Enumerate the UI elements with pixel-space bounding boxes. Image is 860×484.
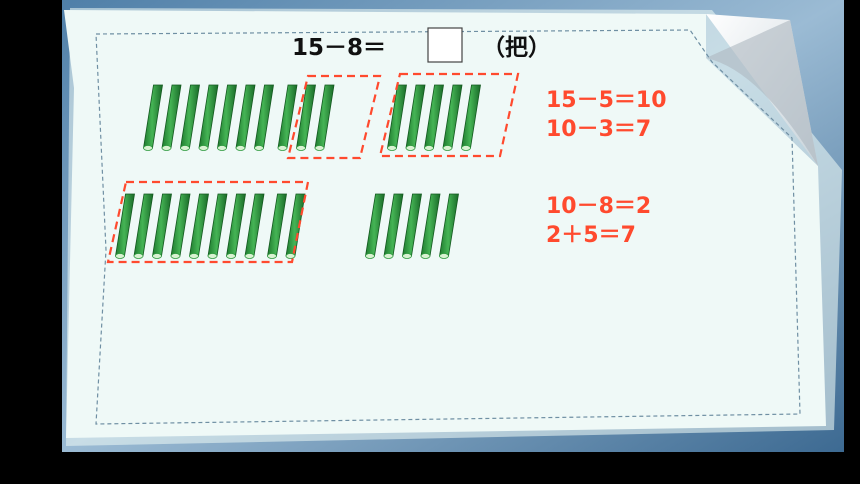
stick-row1-14-end — [442, 145, 453, 151]
equation-row1-1: 15－5＝10 — [546, 88, 667, 113]
stick-row1-3-end — [180, 145, 190, 151]
stick-row1-6-end — [235, 145, 246, 151]
problem-unit: （把） — [482, 34, 551, 61]
stick-row1-2-end — [161, 145, 172, 151]
stick-row2-8-end — [244, 253, 255, 259]
answer-box[interactable] — [427, 27, 463, 63]
stick-row1-12-end — [405, 145, 416, 151]
stick-row1-15-end — [461, 145, 471, 151]
stick-row2-10-end — [285, 253, 296, 259]
group-box-remaining-ten — [378, 72, 520, 158]
stick-row2-13-end — [402, 253, 412, 259]
stick-row2-15-end — [439, 253, 449, 259]
stick-row1-4-end — [198, 145, 209, 151]
stick-row2-4-end — [170, 253, 181, 259]
stick-row1-8-end — [277, 145, 288, 151]
stick-row2-3-end — [152, 253, 162, 259]
paper-curl-shade — [706, 20, 818, 166]
stick-row1-13-end — [424, 145, 434, 151]
stick-row2-6-end — [207, 253, 218, 259]
problem-expression: 15－8＝ — [292, 35, 386, 61]
stick-row1-9-end — [296, 145, 306, 151]
stick-row1-1-end — [143, 145, 153, 151]
stick-row2-14-end — [420, 253, 431, 259]
stick-row2-12-end — [383, 253, 394, 259]
stick-row2-9-end — [267, 253, 277, 259]
equation-row2-2: 2＋5＝7 — [546, 223, 636, 248]
stick-row1-11-end — [387, 145, 397, 151]
stick-row2-2-end — [133, 253, 144, 259]
stick-row2-7-end — [226, 253, 236, 259]
equation-row1-2: 10－3＝7 — [546, 117, 651, 142]
stick-row2-1-end — [115, 253, 125, 259]
stick-groups — [115, 84, 481, 259]
group-box-ten — [106, 180, 310, 264]
group-box-taken-five — [286, 74, 382, 160]
stick-row1-10-end — [314, 145, 325, 151]
stick-row1-7-end — [254, 145, 264, 151]
stick-row2-11-end — [365, 253, 375, 259]
stick-row1-5-end — [217, 145, 227, 151]
stick-row2-5-end — [189, 253, 199, 259]
equation-row2-1: 10－8＝2 — [546, 194, 651, 219]
